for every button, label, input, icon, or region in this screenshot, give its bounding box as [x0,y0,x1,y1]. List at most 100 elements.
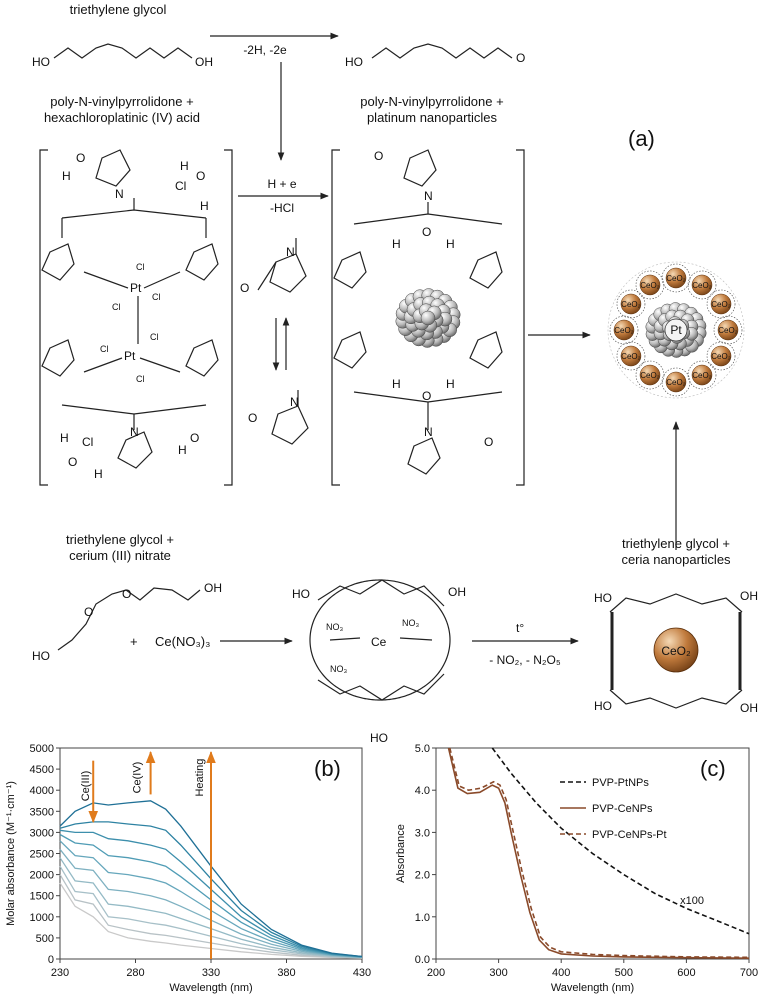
ceria-particle-label: CeO₂ [692,371,712,380]
ceria-pt-composite: CeO₂CeO₂CeO₂CeO₂CeO₂CeO₂CeO₂CeO₂CeO₂CeO₂… [607,261,745,399]
right-upper-pyrrolidone [403,149,437,187]
right-ring-4 [469,331,503,369]
series-line-pvp-cenps [447,747,750,959]
heat-label: t° [516,621,524,635]
ceria-ligand-shell [609,315,639,345]
aldehyde-ho: HO [345,55,363,69]
left-complex-bracket-r [224,149,233,486]
series-line-1 [59,874,363,959]
ceria-particle-label: CeO₂ [621,300,641,309]
panel-label: (c) [700,756,726,781]
series-line-3 [59,857,363,959]
pt-core-label-bg [664,318,688,342]
teg-oh: OH [195,55,213,69]
left-ring-3 [41,339,75,377]
svg-text:Cl: Cl [100,344,109,354]
svg-text:NO₃: NO₃ [326,622,344,632]
pt-lower: Pt [124,349,136,363]
ceria-particle-label: CeO₂ [666,378,686,387]
left-complex-bracket-l [39,149,48,486]
x-axis-label: Wavelength (nm) [169,982,252,994]
series-line-7 [59,829,363,958]
svg-text:H: H [446,377,455,391]
ceria-particle [665,371,687,393]
pvp-pt-acid-line1: poly-N-vinylpyrrolidone + [50,94,193,109]
svg-text:H: H [94,467,103,481]
bottom-row: triethylene glycol + cerium (III) nitrat… [32,532,758,745]
svg-text:Cl: Cl [152,292,161,302]
svg-text:N: N [130,425,139,439]
y-tick-label: 0 [48,954,54,966]
svg-text:H: H [62,169,71,183]
svg-text:Cl: Cl [136,262,145,272]
ce4-label: Ce(IV) [132,762,144,794]
svg-text:OH: OH [204,581,222,595]
svg-text:HO: HO [370,731,388,745]
x-tick-label: 600 [677,967,695,979]
y-tick-label: 0.0 [415,954,430,966]
svg-text:Cl: Cl [112,302,121,312]
svg-text:H: H [178,443,187,457]
ce-center: Ce [371,635,387,649]
series-line-pvp-ptnps [491,747,750,935]
y-tick-label: 4000 [30,785,54,797]
teg-label: triethylene glycol [70,2,167,17]
ceria-particle-label: CeO₂ [614,326,634,335]
teg-ce-line2: cerium (III) nitrate [69,548,171,563]
ceria-particle [639,364,661,386]
svg-text:H: H [60,431,69,445]
svg-text:O: O [422,389,431,403]
x-axis-label: Wavelength (nm) [551,982,634,994]
svg-text:H: H [200,199,209,213]
svg-text:NO₃: NO₃ [402,618,420,628]
y-tick-label: 4.0 [415,785,430,797]
y-tick-label: 2500 [30,849,54,861]
x-tick-label: 330 [202,967,220,979]
teg-ho: HO [32,55,50,69]
y-tick-label: 4500 [30,764,54,776]
right-ring-2 [469,251,503,289]
series-line-0 [59,882,363,959]
left-ring-2 [185,243,219,281]
ceria-particle [613,319,635,341]
ceria-ligand-shell [661,367,691,397]
svg-text:N: N [286,245,295,259]
series-line-4 [59,848,363,958]
series-line-6 [59,833,363,958]
series-line-9 [59,800,363,958]
ceria-particle-label: CeO₂ [711,300,731,309]
y-axis-label: Molar absorbance (M⁻¹·cm⁻¹) [5,781,17,926]
teg-ce-line1: triethylene glycol + [66,532,174,547]
svg-text:O: O [422,225,431,239]
ceria-teg-complex: HO OH HO OH [594,589,758,715]
plus-sign: + [130,634,138,649]
ce-nitrate-label: Ce(NO₃)₃ [155,634,210,649]
svg-text:O: O [374,149,383,163]
svg-text:HO: HO [32,649,50,663]
left-backbone-upper [61,209,207,219]
teg-ceria-line2: ceria nanoparticles [621,552,731,567]
x-tick-label: 700 [740,967,758,979]
legend-label: PVP-CeNPs [592,803,653,815]
x-tick-label: 230 [51,967,69,979]
svg-text:OH: OH [740,701,758,715]
y-axis-label: Absorbance [395,824,407,883]
svg-text:Cl: Cl [150,332,159,342]
panel-label: (b) [314,756,341,781]
hcl-label: -HCl [270,201,294,215]
pt-upper: Pt [130,281,142,295]
svg-text:O: O [240,281,249,295]
svg-text:O: O [248,411,257,425]
series-line-2 [59,865,363,959]
ce3-label: Ce(III) [80,771,92,802]
pt-atom [420,310,436,326]
right-backbone-upper [353,213,503,225]
right-complex-bracket-r [516,149,525,486]
y-tick-label: 1000 [30,912,54,924]
pvp-pt-acid-line2: hexachloroplatinic (IV) acid [44,110,200,125]
svg-text:H: H [446,237,455,251]
x-tick-label: 200 [427,967,445,979]
chart-b: 0500100015002000250030003500400045005000… [5,743,371,994]
x-tick-label: 430 [353,967,371,979]
ceria-particle [717,319,739,341]
